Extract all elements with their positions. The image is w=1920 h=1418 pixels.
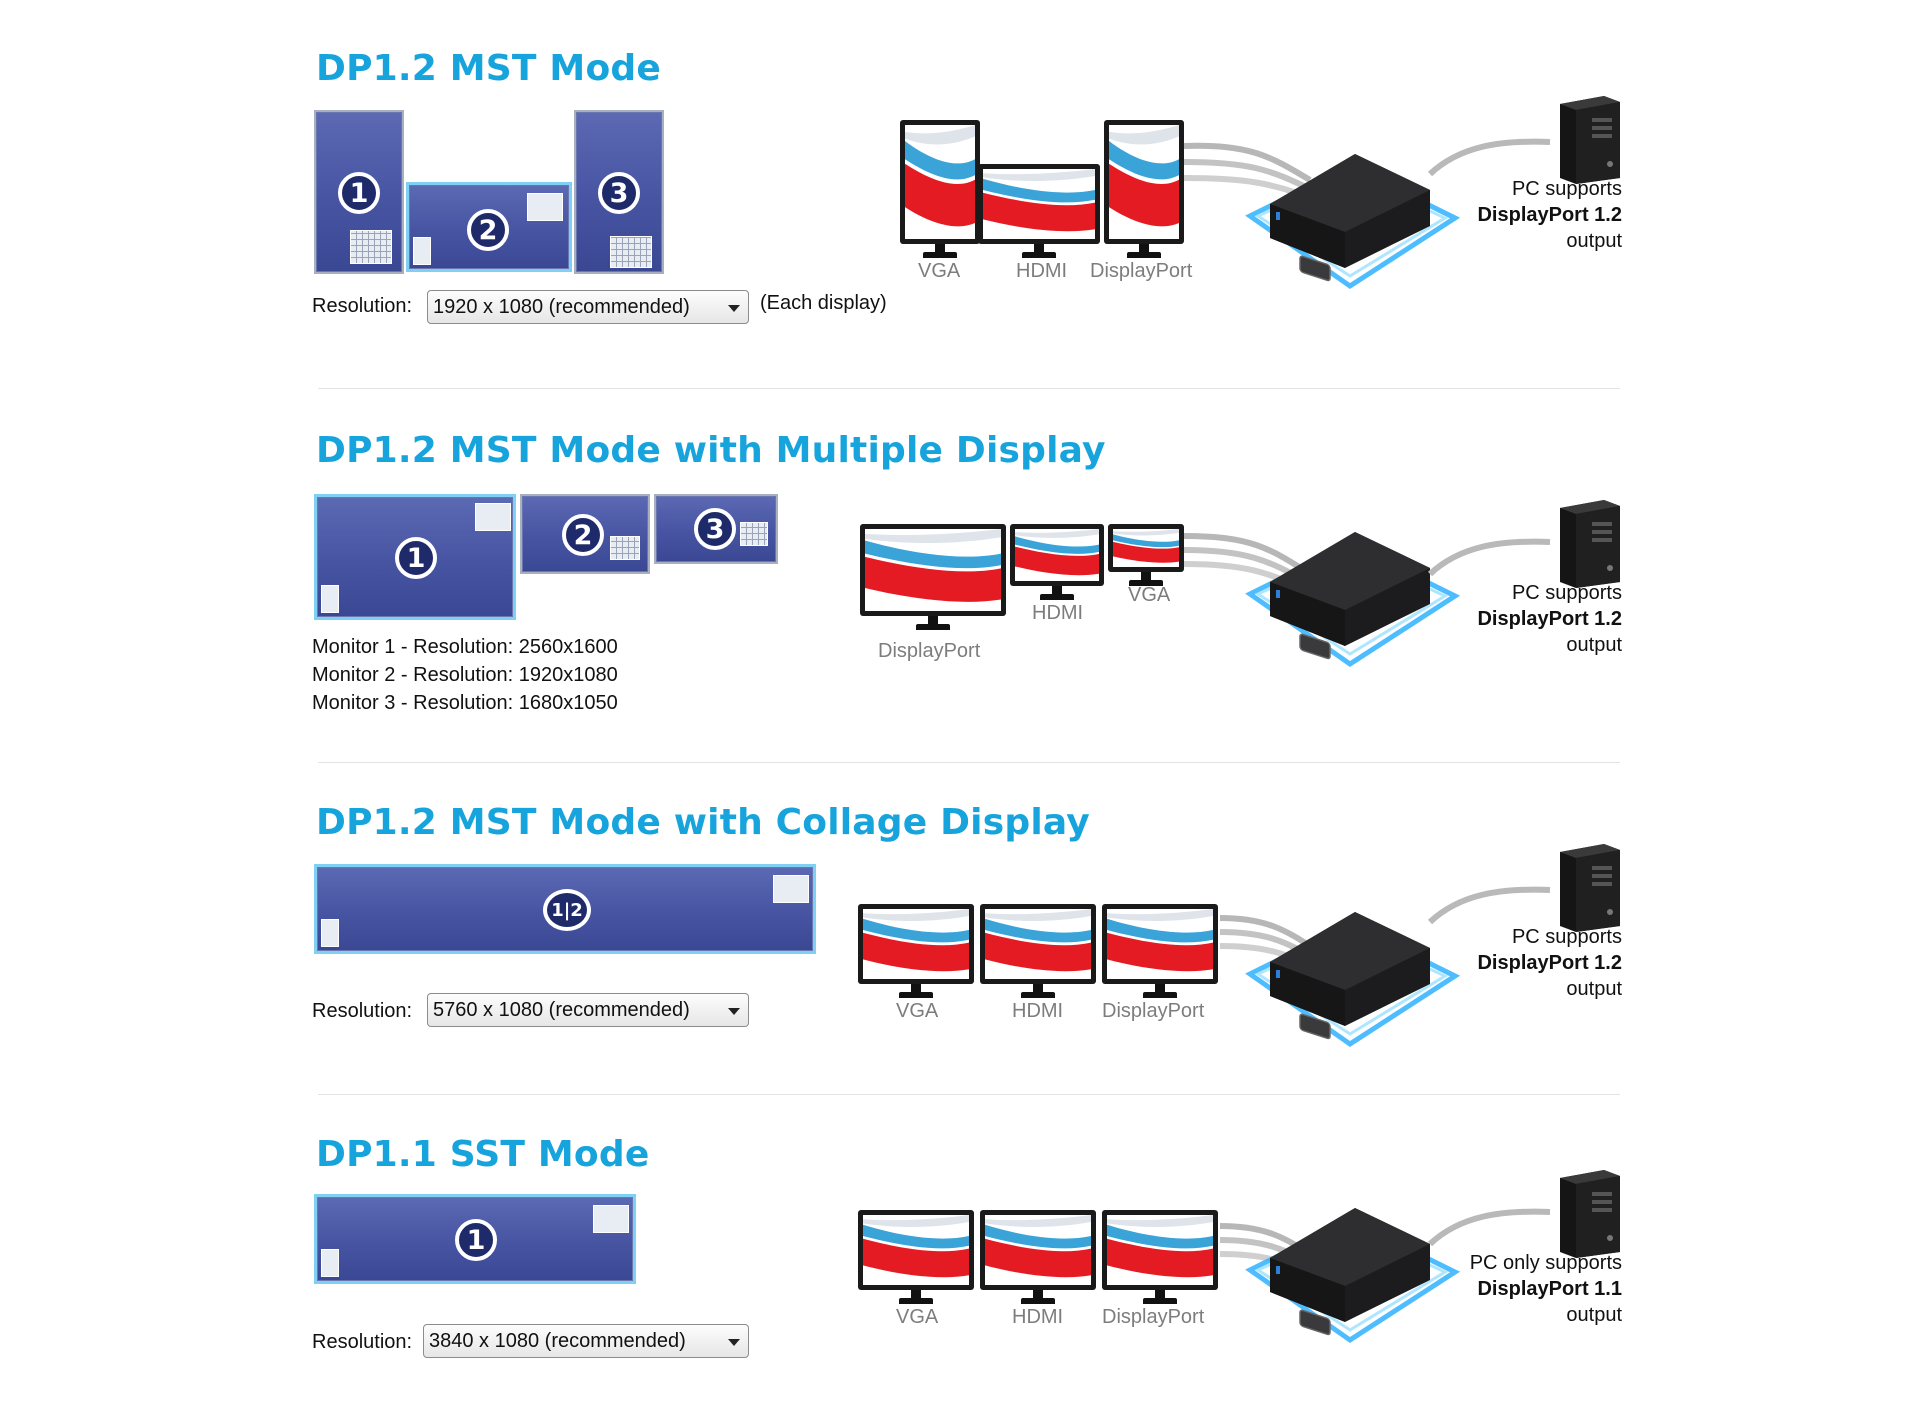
monitor-label: VGA	[1128, 584, 1171, 606]
display-tile-2[interactable]: 2	[406, 182, 572, 272]
monitor-icon	[860, 524, 1006, 630]
monitor-label: DisplayPort	[1090, 260, 1193, 282]
resolution-label: Resolution:	[312, 1331, 413, 1353]
phone-icon	[321, 919, 339, 947]
keyboard-icon	[610, 536, 640, 560]
pc-support-line: PC supports	[1511, 178, 1622, 200]
pc-support-version: DisplayPort 1.1	[1477, 1278, 1622, 1300]
cable-icon	[1427, 1208, 1551, 1247]
monitor-label: DisplayPort	[878, 640, 981, 662]
display-tile-1[interactable]: 1	[314, 110, 404, 274]
pc-support-text: PC supports DisplayPort 1.2 output	[1470, 924, 1622, 1002]
display-tile-3[interactable]: 3	[654, 494, 778, 564]
monitor-label: HDMI	[1012, 1306, 1064, 1328]
resolution-dropdown[interactable]: 1920 x 1080 (recommended)	[427, 290, 749, 324]
monitor-icon	[980, 904, 1096, 1000]
pc-support-text: PC only supports DisplayPort 1.1 output	[1440, 1250, 1622, 1328]
monitor-icon	[1010, 524, 1104, 600]
section-title: DP1.2 MST Mode with Collage Display	[316, 802, 1090, 843]
window-icon	[593, 1205, 629, 1233]
pc-support-version: DisplayPort 1.2	[1477, 204, 1622, 226]
monitor-icon	[978, 164, 1100, 260]
dropdown-arrow-icon	[728, 305, 740, 312]
monitor-label: DisplayPort	[1102, 1000, 1205, 1022]
monitor-resolution-line: Monitor 1 - Resolution: 2560x1600	[312, 636, 618, 658]
keyboard-icon	[610, 236, 652, 268]
monitor-label: VGA	[918, 260, 961, 282]
pc-support-version: DisplayPort 1.2	[1477, 608, 1622, 630]
resolution-value: 5760 x 1080 (recommended)	[433, 999, 690, 1021]
pc-tower-icon	[1554, 498, 1624, 588]
pc-support-line: PC supports	[1511, 582, 1622, 604]
display-badge-icon: 3	[598, 172, 640, 214]
resolution-label: Resolution:	[312, 295, 413, 317]
display-badge-icon: 1|2	[543, 889, 591, 931]
pc-support-line: PC supports	[1511, 926, 1622, 948]
pc-support-text: PC supports DisplayPort 1.2 output	[1470, 580, 1622, 658]
dropdown-arrow-icon	[728, 1339, 740, 1346]
section-title: DP1.2 MST Mode with Multiple Display	[316, 430, 1106, 471]
cable-icon	[1427, 886, 1551, 925]
resolution-label: Resolution:	[312, 1000, 413, 1022]
monitor-label: HDMI	[1016, 260, 1068, 282]
window-icon	[527, 193, 563, 221]
display-badge-icon: 2	[467, 209, 509, 251]
display-badge-icon: 1	[338, 172, 380, 214]
cable-icon	[1427, 538, 1551, 577]
pc-tower-icon	[1554, 842, 1624, 932]
display-badge-icon: 1	[395, 537, 437, 579]
phone-icon	[321, 1249, 339, 1277]
resolution-value: 3840 x 1080 (recommended)	[429, 1330, 686, 1352]
resolution-dropdown[interactable]: 3840 x 1080 (recommended)	[423, 1324, 749, 1358]
display-tile-1[interactable]: 1	[314, 494, 516, 620]
display-tile-collage[interactable]: 1|2	[314, 864, 816, 954]
keyboard-icon	[350, 230, 392, 264]
cable-icon	[1427, 138, 1551, 177]
pc-tower-icon	[1554, 94, 1624, 184]
monitor-icon	[858, 904, 974, 1000]
monitor-icon	[1102, 1210, 1218, 1306]
monitor-label: DisplayPort	[1102, 1306, 1205, 1328]
divider	[318, 762, 1620, 763]
pc-support-text: PC supports DisplayPort 1.2 output	[1470, 176, 1622, 254]
monitor-label: HDMI	[1032, 602, 1084, 624]
pc-support-version: DisplayPort 1.2	[1477, 952, 1622, 974]
window-icon	[475, 503, 511, 531]
phone-icon	[321, 585, 339, 613]
display-tile-2[interactable]: 2	[520, 494, 650, 574]
display-tile-3[interactable]: 3	[574, 110, 664, 274]
monitor-icon	[1108, 524, 1184, 586]
monitor-icon	[980, 1210, 1096, 1306]
monitor-label: HDMI	[1012, 1000, 1064, 1022]
section-title: DP1.1 SST Mode	[316, 1134, 650, 1175]
divider	[318, 1094, 1620, 1095]
pc-support-line: output	[1566, 230, 1622, 252]
display-badge-icon: 3	[694, 508, 736, 550]
monitor-icon	[900, 120, 980, 258]
pc-support-line: output	[1566, 1304, 1622, 1326]
pc-support-line: output	[1566, 634, 1622, 656]
display-tile-1[interactable]: 1	[314, 1194, 636, 1284]
keyboard-icon	[740, 522, 768, 546]
pc-support-line: output	[1566, 978, 1622, 1000]
resolution-value: 1920 x 1080 (recommended)	[433, 296, 690, 318]
window-icon	[773, 875, 809, 903]
monitor-icon	[858, 1210, 974, 1306]
monitor-label: VGA	[896, 1306, 939, 1328]
pc-tower-icon	[1554, 1168, 1624, 1258]
phone-icon	[413, 237, 431, 265]
resolution-dropdown[interactable]: 5760 x 1080 (recommended)	[427, 993, 749, 1027]
display-badge-icon: 1	[455, 1219, 497, 1261]
monitor-icon	[1104, 120, 1184, 258]
divider	[318, 388, 1620, 389]
monitor-label: VGA	[896, 1000, 939, 1022]
pc-support-line: PC only supports	[1469, 1252, 1622, 1274]
resolution-note: (Each display)	[760, 292, 887, 314]
section-title: DP1.2 MST Mode	[316, 48, 661, 89]
monitor-icon	[1102, 904, 1218, 1000]
dropdown-arrow-icon	[728, 1008, 740, 1015]
monitor-resolution-line: Monitor 2 - Resolution: 1920x1080	[312, 664, 618, 686]
display-badge-icon: 2	[562, 514, 604, 556]
monitor-resolution-line: Monitor 3 - Resolution: 1680x1050	[312, 692, 618, 714]
